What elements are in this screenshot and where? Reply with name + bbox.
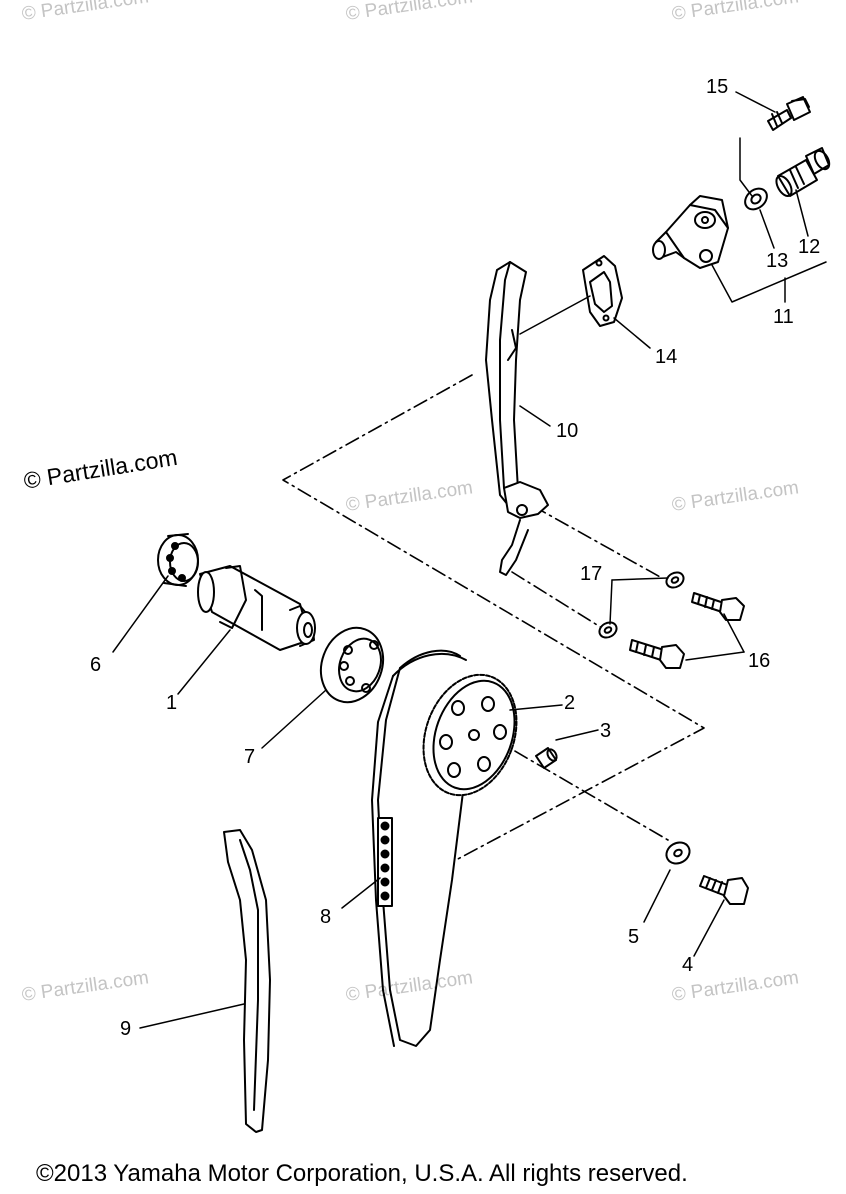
tensioner-body-11-icon (652, 195, 729, 269)
camshaft-1-icon (197, 565, 316, 651)
bearing-6-icon (157, 533, 199, 587)
callout-5: 5 (628, 926, 640, 948)
bearing-7-icon (319, 626, 385, 704)
chain-guide-9-icon (223, 829, 271, 1133)
assembly-centerlines (282, 374, 705, 861)
callout-15: 15 (706, 76, 729, 98)
copyright-notice: ©2013 Yamaha Motor Corporation, U.S.A. A… (36, 1160, 688, 1187)
callout-17: 17 (580, 563, 603, 585)
bolt-16-icon (629, 592, 745, 669)
washer-13-icon (744, 187, 768, 211)
chain-guide-10-icon (485, 261, 549, 576)
callout-8: 8 (320, 906, 332, 928)
callout-7: 7 (244, 746, 256, 768)
callout-6: 6 (90, 654, 102, 676)
leader-lines (112, 91, 827, 1029)
callout-10: 10 (556, 420, 579, 442)
callout-16: 16 (748, 650, 771, 672)
callout-4: 4 (682, 954, 694, 976)
cam-sprocket-2-icon (422, 673, 518, 797)
callout-12: 12 (798, 236, 821, 258)
bolt-15-icon (767, 96, 811, 131)
callout-14: 14 (655, 346, 678, 368)
cam-chain-8-icon (371, 649, 473, 1047)
tensioner-cap-12-icon (775, 147, 831, 197)
washer-5-icon (665, 841, 691, 865)
bolt-4-icon (699, 875, 749, 905)
callout-1: 1 (166, 692, 178, 714)
callout-3: 3 (600, 720, 612, 742)
washer-17-icon (598, 571, 685, 639)
callout-11: 11 (773, 306, 794, 328)
gasket-14-icon (582, 255, 623, 327)
callout-13: 13 (766, 250, 789, 272)
dowel-pin-3-icon (535, 747, 558, 769)
callout-9: 9 (120, 1018, 132, 1040)
callout-2: 2 (564, 692, 576, 714)
